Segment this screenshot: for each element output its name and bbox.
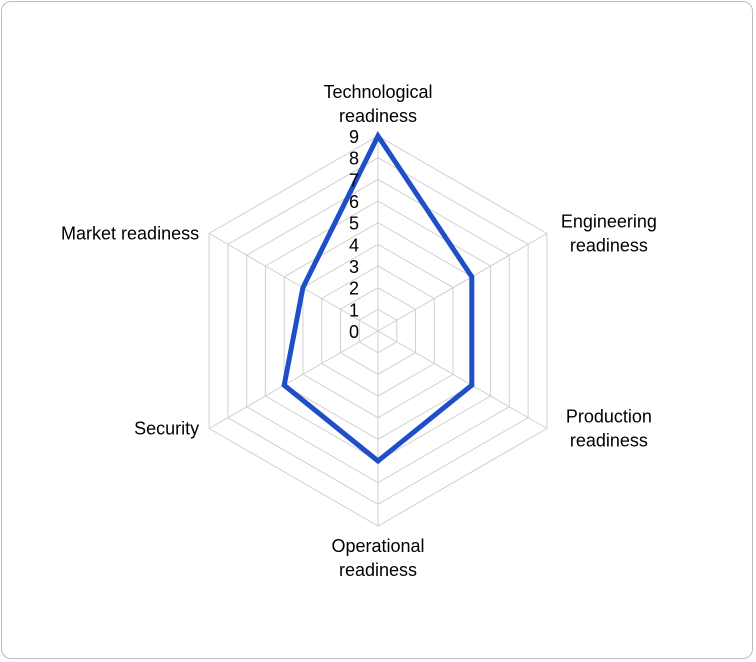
tick-label-8: 8 bbox=[349, 149, 359, 169]
category-label-4-line-0: Security bbox=[134, 419, 199, 439]
grid-spoke-4 bbox=[208, 330, 379, 429]
tick-label-5: 5 bbox=[349, 214, 359, 234]
tick-label-3: 3 bbox=[349, 257, 359, 277]
category-label-0-line-1: readiness bbox=[339, 106, 417, 126]
tick-label-2: 2 bbox=[349, 279, 359, 299]
tick-label-0: 0 bbox=[349, 322, 359, 342]
category-label-3-line-1: readiness bbox=[339, 560, 417, 580]
tick-label-4: 4 bbox=[349, 235, 359, 255]
tick-label-1: 1 bbox=[349, 300, 359, 320]
category-label-5-line-0: Market readiness bbox=[61, 224, 199, 244]
category-label-2-line-1: readiness bbox=[570, 431, 648, 451]
tick-label-6: 6 bbox=[349, 192, 359, 212]
category-label-1-line-1: readiness bbox=[570, 236, 648, 256]
category-label-3-line-0: Operational bbox=[331, 536, 424, 556]
radar-grid bbox=[208, 135, 548, 527]
tick-label-9: 9 bbox=[349, 127, 359, 147]
tick-label-7: 7 bbox=[349, 170, 359, 190]
category-label-0-line-0: Technological bbox=[323, 82, 432, 102]
grid-spoke-1 bbox=[377, 233, 548, 332]
grid-spoke-5 bbox=[208, 233, 379, 332]
category-labels: TechnologicalreadinessEngineeringreadine… bbox=[61, 82, 657, 580]
grid-spoke-2 bbox=[377, 330, 548, 429]
series-layer bbox=[281, 131, 475, 465]
category-label-1-line-0: Engineering bbox=[561, 212, 657, 232]
category-label-2-line-0: Production bbox=[566, 407, 652, 427]
